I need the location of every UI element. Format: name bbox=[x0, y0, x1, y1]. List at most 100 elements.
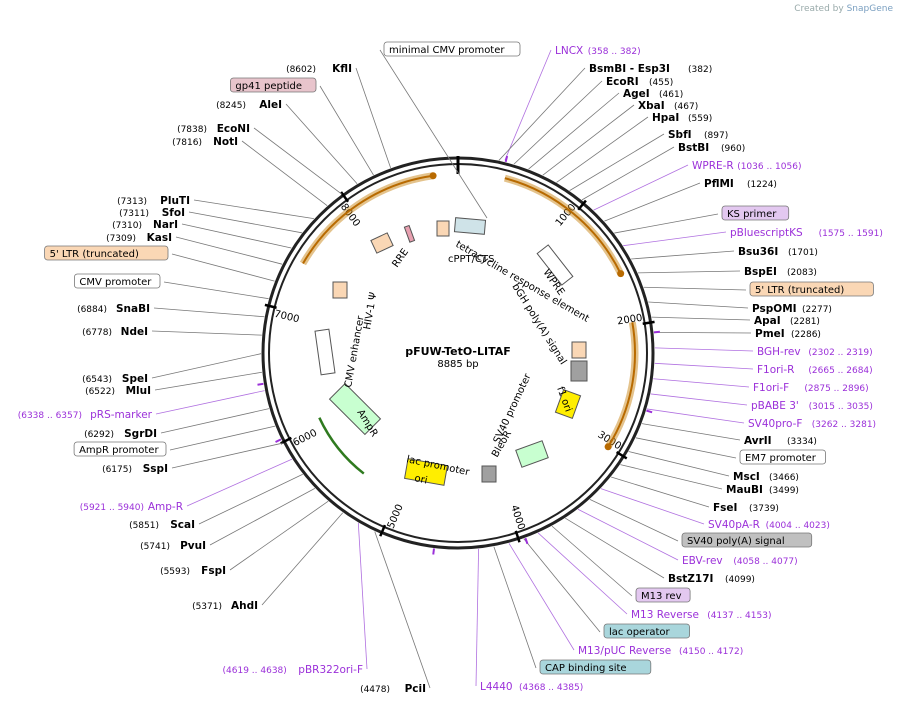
label-leader-line bbox=[513, 80, 603, 165]
feature-label-box[interactable] bbox=[603, 623, 690, 639]
primer-name: F1ori-F bbox=[753, 382, 789, 394]
primer-name: M13 Reverse bbox=[631, 609, 699, 621]
feature-label-box[interactable] bbox=[73, 441, 167, 457]
snapgene-credit: Created by SnapGene bbox=[794, 4, 893, 14]
enzyme-name: PvuI bbox=[180, 540, 206, 552]
label-leader-line bbox=[355, 67, 391, 169]
ring-tick-8000 bbox=[340, 191, 350, 203]
enzyme-position: (1224) bbox=[747, 180, 777, 190]
enzyme-position: (6292) bbox=[84, 430, 114, 440]
enzyme-position: (7310) bbox=[112, 221, 142, 231]
enzyme-name: SbfI bbox=[668, 129, 692, 141]
label-leader-line bbox=[593, 164, 689, 211]
feature-label-box[interactable] bbox=[74, 273, 161, 289]
feature-box-label: gp41 peptide bbox=[235, 81, 302, 92]
feature-box-label: EM7 promoter bbox=[745, 453, 817, 464]
primer-name: pBluescriptKS bbox=[730, 227, 803, 239]
label-leader-line bbox=[654, 347, 754, 352]
feature-box-label: CAP binding site bbox=[545, 663, 627, 674]
enzyme-position: (2281) bbox=[790, 317, 820, 327]
enzyme-name: HpaI bbox=[652, 112, 679, 124]
label-leader-line bbox=[542, 104, 635, 176]
primer-site-mark bbox=[257, 382, 264, 386]
enzyme-position: (6522) bbox=[85, 387, 115, 397]
label-leader-line bbox=[641, 423, 741, 441]
primer-position: (4058 .. 4077) bbox=[733, 557, 797, 567]
primer-name: L4440 bbox=[480, 681, 513, 693]
enzyme-position: (382) bbox=[688, 65, 712, 75]
label-leader-line bbox=[153, 307, 265, 318]
feature-box-label: lac operator bbox=[609, 627, 670, 638]
plasmid-name: pFUW-TetO-LITAF bbox=[405, 345, 511, 358]
feature-label-box[interactable] bbox=[635, 587, 691, 603]
enzyme-position: (467) bbox=[674, 102, 698, 112]
feature-label: RRE bbox=[390, 247, 411, 270]
primer-position: (2665 .. 2684) bbox=[808, 366, 872, 376]
enzyme-position: (7816) bbox=[172, 138, 202, 148]
enzyme-name: PflMI bbox=[704, 178, 734, 190]
ltr-arc-2 bbox=[302, 174, 434, 265]
enzyme-name: AvrII bbox=[744, 435, 772, 447]
enzyme-name: MluI bbox=[126, 385, 151, 397]
feature-label-box[interactable] bbox=[721, 205, 790, 221]
feature-label-box[interactable] bbox=[383, 41, 521, 57]
feature-label: HIV-1 Ψ bbox=[362, 291, 379, 330]
primer-site-mark bbox=[432, 548, 435, 555]
feature-box-label: AmpR promoter bbox=[79, 445, 159, 456]
enzyme-position: (7309) bbox=[106, 234, 136, 244]
feature-box-label: minimal CMV promoter bbox=[389, 45, 505, 56]
label-leader-line bbox=[493, 546, 537, 669]
primer-position: (4368 .. 4385) bbox=[519, 683, 583, 693]
label-leader-line bbox=[589, 499, 679, 542]
enzyme-name: ScaI bbox=[170, 519, 195, 531]
label-leader-line bbox=[648, 301, 749, 309]
enzyme-position: (2083) bbox=[787, 268, 817, 278]
primer-position: (5921 .. 5940) bbox=[80, 503, 144, 513]
primer-position: (4619 .. 4638) bbox=[223, 666, 287, 676]
feature-label-box[interactable] bbox=[44, 245, 169, 261]
wpre-feature bbox=[536, 244, 574, 286]
feature-label-box[interactable] bbox=[539, 659, 652, 675]
ltr-arrowhead bbox=[429, 172, 437, 180]
feature-label-box[interactable] bbox=[681, 532, 813, 548]
enzyme-name: FseI bbox=[713, 502, 737, 514]
label-leader-line bbox=[556, 116, 649, 183]
enzyme-position: (7311) bbox=[119, 209, 149, 219]
label-leader-line bbox=[651, 316, 751, 321]
primer-name: Amp-R bbox=[148, 501, 183, 513]
enzyme-position: (3499) bbox=[769, 486, 799, 496]
enzyme-position: (559) bbox=[688, 114, 712, 124]
enzyme-name: AleI bbox=[259, 99, 282, 111]
label-leader-line bbox=[198, 473, 303, 525]
label-leader-line bbox=[537, 532, 628, 615]
enzyme-position: (4099) bbox=[725, 575, 755, 585]
label-leader-line bbox=[565, 517, 665, 579]
enzyme-name: BstZ17I bbox=[668, 573, 713, 585]
primer-site-mark bbox=[653, 330, 660, 334]
bgh-polya-feature bbox=[571, 341, 587, 359]
gp41-peptide-mark bbox=[403, 224, 416, 243]
primer-position: (1575 .. 1591) bbox=[819, 229, 883, 239]
ring-tick-7000 bbox=[264, 303, 277, 309]
primer-site-mark bbox=[275, 438, 282, 443]
enzyme-name: SpeI bbox=[122, 373, 148, 385]
label-leader-line bbox=[175, 236, 283, 265]
label-leader-line bbox=[151, 353, 262, 379]
feature-label-box[interactable] bbox=[229, 77, 317, 93]
enzyme-position: (461) bbox=[659, 90, 683, 100]
label-leader-line bbox=[508, 543, 575, 651]
primer-name: pBABE 3' bbox=[751, 400, 799, 412]
ampr-arc bbox=[318, 417, 365, 475]
cmv-enhancer-feature bbox=[314, 328, 336, 376]
feature-box-label: 5' LTR (truncated) bbox=[50, 249, 139, 260]
ltr-arrowhead bbox=[617, 270, 625, 278]
label-leader-line bbox=[635, 437, 737, 459]
enzyme-name: SgrDI bbox=[124, 428, 157, 440]
enzyme-position: (7313) bbox=[117, 197, 147, 207]
ring-tick-1000 bbox=[577, 199, 587, 211]
feature-label-box[interactable] bbox=[739, 449, 826, 465]
feature-label-box[interactable] bbox=[749, 281, 874, 297]
primer-position: (4004 .. 4023) bbox=[766, 521, 830, 531]
